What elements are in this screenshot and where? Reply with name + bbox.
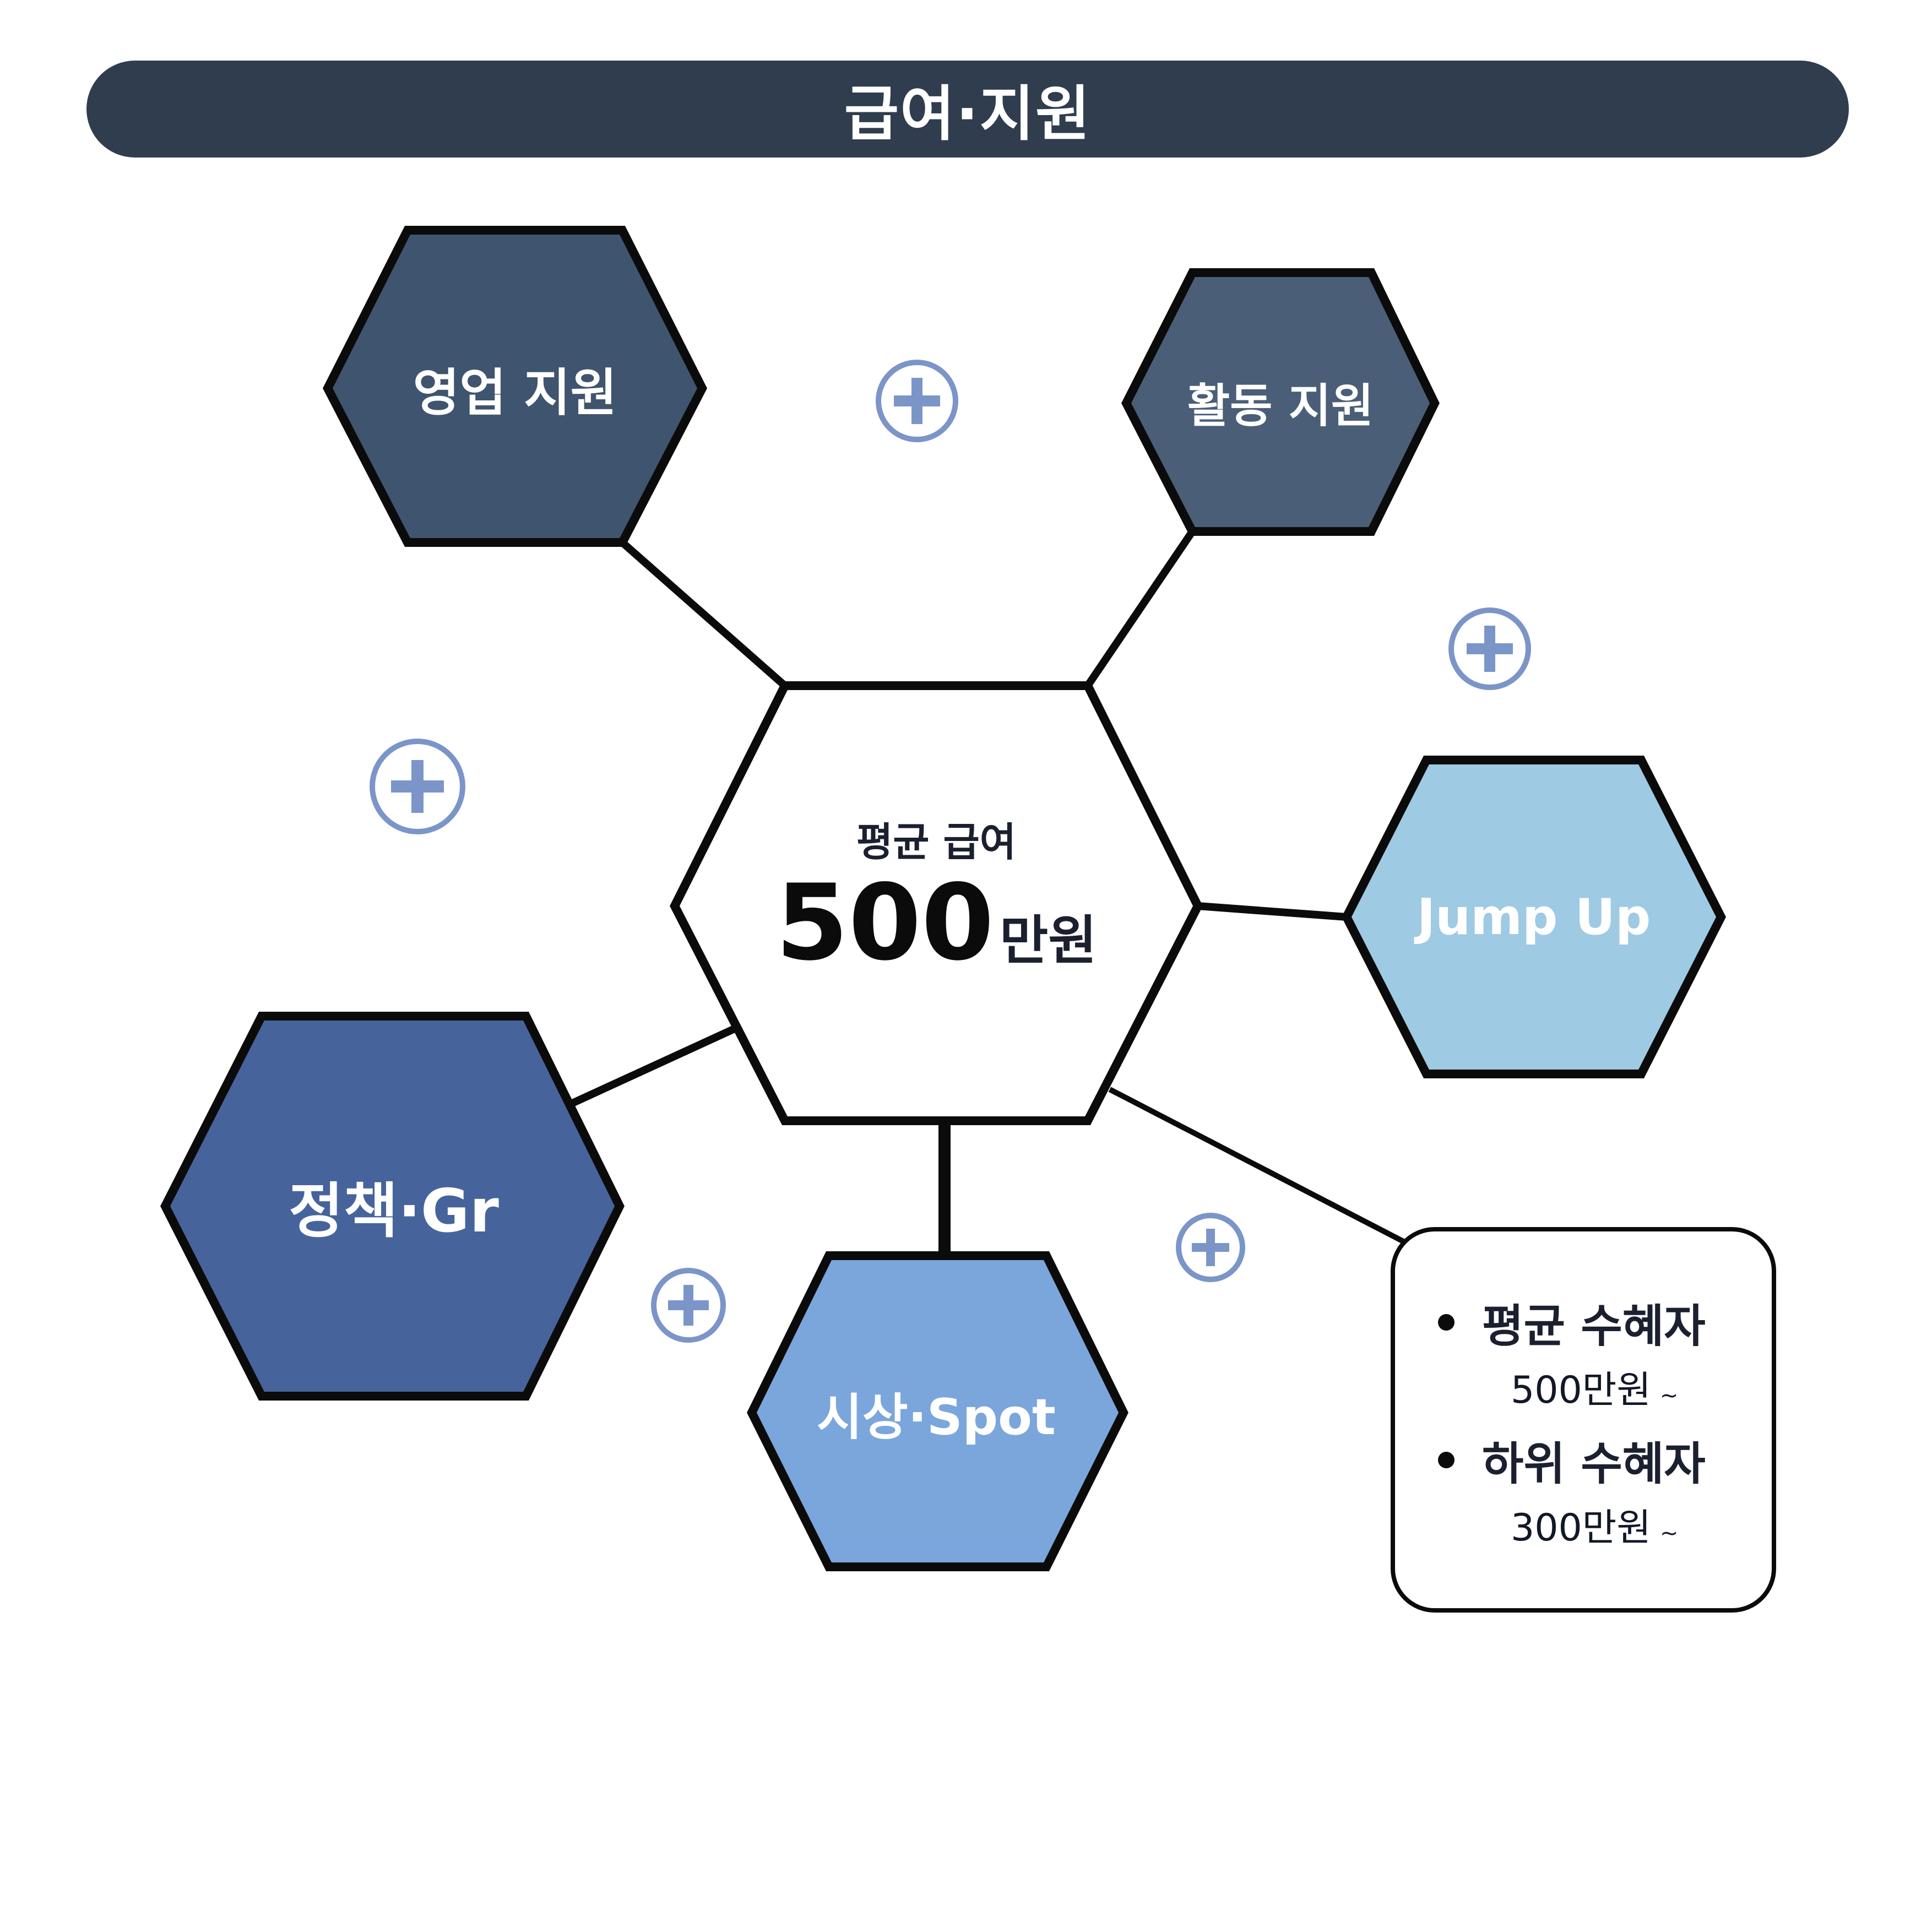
sales-support-text: 영업 지원: [413, 363, 617, 422]
center-value: 500: [775, 862, 994, 984]
hex-jump-up: [1342, 756, 1726, 1078]
plus-circle-icon: [370, 739, 465, 834]
info-item-lower: 하위 수혜자 300만원 ~: [1395, 1427, 1772, 1551]
award-spot-text: 시상·Spot: [817, 1388, 1056, 1446]
info-suffix: ~: [1659, 1383, 1679, 1408]
info-value: 500만원: [1511, 1369, 1651, 1412]
info-title: 평균 수혜자: [1482, 1300, 1706, 1353]
policy-gr-text: 정책·Gr: [289, 1177, 499, 1246]
info-box: 평균 수혜자 500만원 ~ 하위 수혜자 300만원 ~: [1391, 1227, 1776, 1613]
info-value: 300만원: [1511, 1506, 1651, 1550]
info-title-row: 하위 수혜자: [1395, 1427, 1772, 1493]
info-item-average: 평균 수혜자 500만원 ~: [1395, 1289, 1772, 1414]
plus-circle-icon: [1448, 607, 1531, 690]
node-label-jump-up: Jump Up: [1360, 873, 1707, 961]
node-label-policy-gr: 정책·Gr: [182, 1154, 606, 1258]
connector-policy-gr: [568, 1023, 740, 1108]
jump-up-text: Jump Up: [1417, 888, 1651, 946]
connector-activity-support: [1084, 529, 1196, 688]
hex-policy-gr: [160, 1012, 625, 1401]
connector-sales-support: [620, 539, 788, 689]
bullet-icon: [1438, 1451, 1455, 1468]
connector-info-box: [1108, 1087, 1406, 1245]
activity-support-text: 활동 지원: [1187, 378, 1374, 433]
info-title: 하위 수혜자: [1482, 1438, 1706, 1490]
hex-activity-support: [1121, 268, 1440, 536]
node-label-activity-support: 활동 지원: [1140, 361, 1421, 443]
center-caption: 평균 급여: [856, 819, 1017, 865]
plus-circle-icon: [876, 360, 958, 442]
info-suffix: ~: [1659, 1521, 1679, 1546]
connector-jump-up: [1197, 902, 1347, 921]
plus-circle-icon: [1176, 1213, 1245, 1282]
plus-circle-icon: [651, 1268, 726, 1343]
info-value-row: 300만원 ~: [1395, 1497, 1772, 1551]
page-title: 급여·지원: [844, 80, 1092, 149]
bullet-icon: [1438, 1314, 1455, 1331]
node-label-award-spot: 시상·Spot: [766, 1369, 1107, 1457]
center-value-row: 500 만원: [775, 871, 1097, 975]
info-value-row: 500만원 ~: [1395, 1359, 1772, 1414]
info-title-row: 평균 수혜자: [1395, 1289, 1772, 1355]
title-bar: 급여·지원: [86, 61, 1849, 158]
node-label-sales-support: 영업 지원: [341, 341, 688, 435]
center-unit: 만원: [999, 910, 1097, 972]
hex-sales-support: [323, 226, 707, 547]
hex-center: [670, 681, 1203, 1125]
center-metric: 평균 급여 500 만원: [677, 810, 1195, 975]
hex-award-spot: [747, 1251, 1128, 1571]
